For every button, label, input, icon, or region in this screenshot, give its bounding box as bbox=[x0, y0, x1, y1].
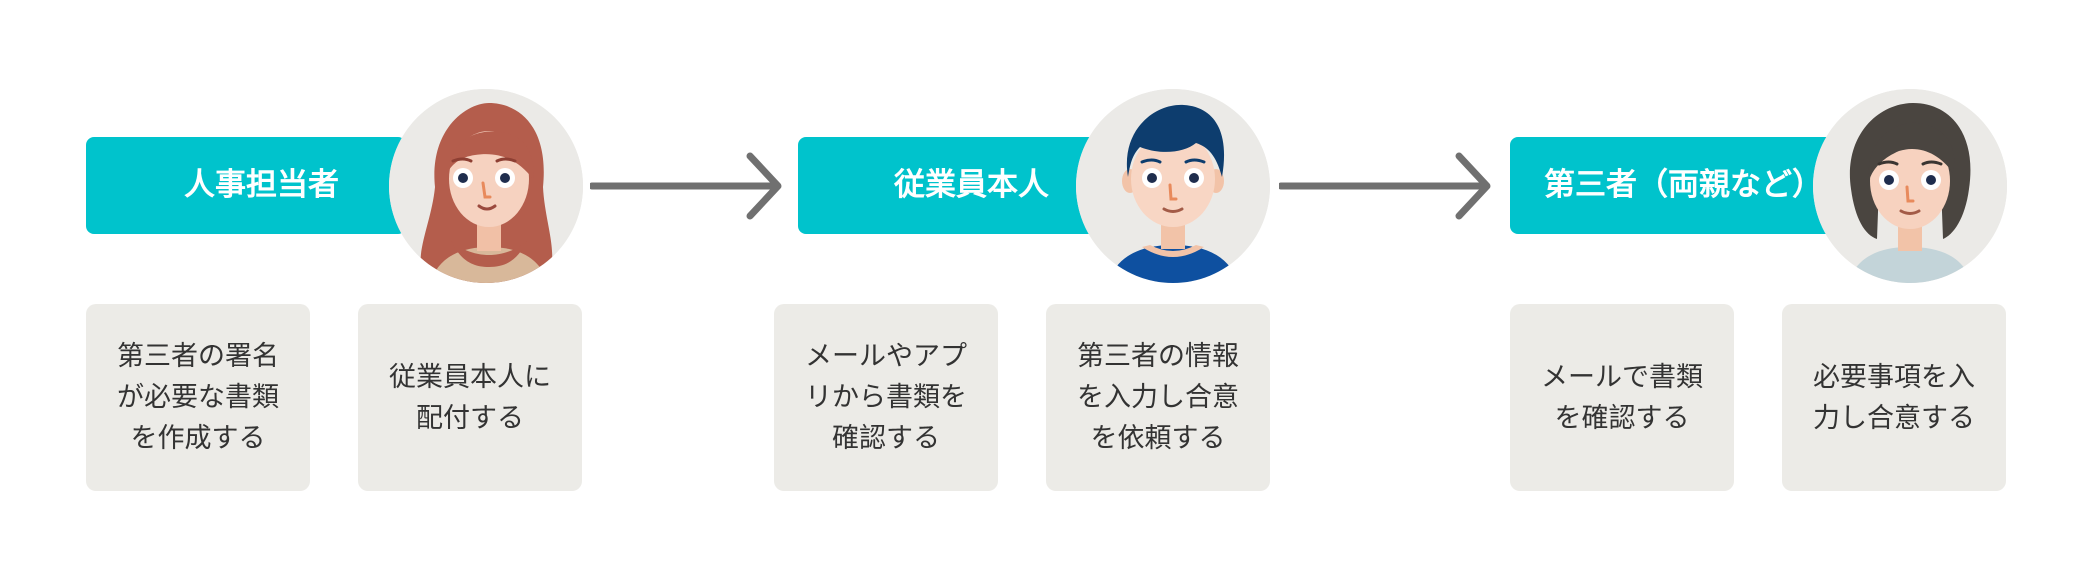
step-card-hr-2: 従業員本人に配付する bbox=[358, 304, 582, 491]
step-card-third-party-1: メールで書類を確認する bbox=[1510, 304, 1734, 491]
step-text: 第三者の情報を入力し合意を依頼する bbox=[1077, 341, 1239, 454]
stage-label: 人事担当者 bbox=[184, 167, 339, 203]
avatar-third-party-woman-icon bbox=[1813, 89, 2007, 283]
avatar-employee-man-icon bbox=[1076, 89, 1270, 283]
arrow-right-icon bbox=[1279, 152, 1491, 220]
step-text: 必要事項を入力し合意する bbox=[1813, 361, 1975, 434]
step-card-hr-1: 第三者の署名が必要な書類を作成する bbox=[86, 304, 310, 491]
step-card-employee-2: 第三者の情報を入力し合意を依頼する bbox=[1046, 304, 1270, 491]
stage-label: 第三者（両親など） bbox=[1544, 167, 1823, 203]
stage-label: 従業員本人 bbox=[894, 167, 1049, 203]
step-text: メールで書類を確認する bbox=[1541, 361, 1703, 434]
stage-banner-hr: 人事担当者 bbox=[86, 137, 406, 234]
stage-banner-third-party: 第三者（両親など） bbox=[1510, 137, 1840, 234]
arrow-right-icon bbox=[590, 152, 782, 220]
avatar-hr-woman-icon bbox=[389, 89, 583, 283]
step-card-employee-1: メールやアプリから書類を確認する bbox=[774, 304, 998, 491]
step-text: メールやアプリから書類を確認する bbox=[805, 341, 967, 454]
step-text: 従業員本人に配付する bbox=[389, 361, 551, 434]
step-text: 第三者の署名が必要な書類を作成する bbox=[117, 341, 279, 454]
stage-banner-employee: 従業員本人 bbox=[798, 137, 1098, 234]
step-card-third-party-2: 必要事項を入力し合意する bbox=[1782, 304, 2006, 491]
